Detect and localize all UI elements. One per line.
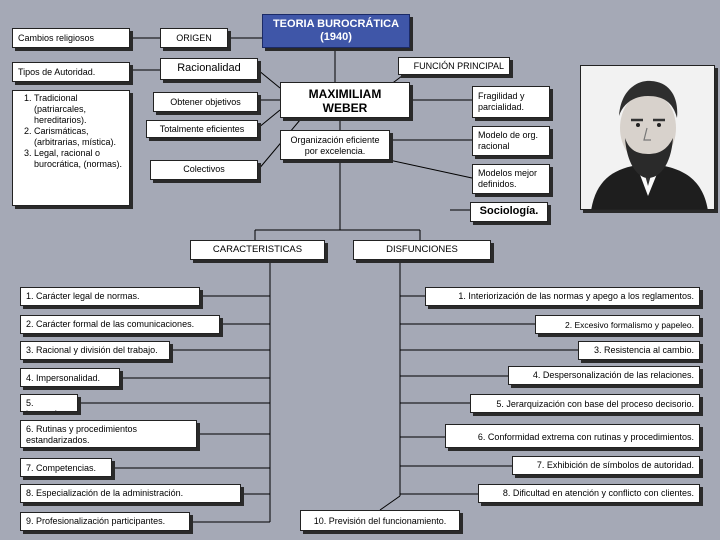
caracteristica-item: 1. Carácter legal de normas. [20, 287, 200, 306]
caracteristica-text: 3. Racional y división del trabajo. [26, 345, 158, 355]
caracteristica-item: 5. jerarquía. [20, 394, 78, 412]
disfuncion-item: 7. Exhibición de símbolos de autoridad. [512, 456, 700, 475]
disfuncion-item: 10. Previsión del funcionamiento. [300, 510, 460, 531]
origen-text: ORIGEN [176, 33, 212, 43]
obtener-objetivos-text: Obtener objetivos [170, 97, 241, 107]
cambios-religiosos-text: Cambios religiosos [18, 33, 95, 43]
caracteristica-item: 8. Especialización de la administración. [20, 484, 241, 503]
caracteristica-text: 6. Rutinas y procedimientos estandarizad… [26, 424, 138, 445]
caracteristica-item: 6. Rutinas y procedimientos estandarizad… [20, 420, 197, 448]
authority-item: Carismáticas, (arbitrarias, mística). [34, 126, 126, 148]
organizacion-text: Organización eficiente por excelencia. [290, 135, 380, 156]
disfuncion-text: 6. Conformidad extrema con rutinas y pro… [477, 432, 694, 442]
weber-box: MAXIMILIAM WEBER [280, 82, 410, 118]
origen-box: ORIGEN [160, 28, 228, 48]
authority-list-box: Tradicional (patriarcales, hereditarios)… [12, 90, 130, 206]
totalmente-eficientes-text: Totalmente eficientes [159, 124, 245, 134]
caracteristica-item: 3. Racional y división del trabajo. [20, 341, 170, 360]
modelo-box: Modelo de org. racional [472, 126, 550, 156]
disfuncion-item: 5. Jerarquización con base del proceso d… [470, 394, 700, 413]
caracteristica-text: 1. Carácter legal de normas. [26, 291, 140, 301]
caracteristica-text: 7. Competencias. [26, 463, 97, 473]
tipos-autoridad-text: Tipos de Autoridad. [18, 67, 96, 77]
organizacion-box: Organización eficiente por excelencia. [280, 130, 390, 160]
caracteristicas-header: CARACTERISTICAS [190, 240, 325, 260]
disfuncion-item: 1. Interiorización de las normas y apego… [425, 287, 700, 306]
disfuncion-text: 8. Dificultad en atención y conflicto co… [502, 488, 694, 498]
fragilidad-box: Fragilidad y parcialidad. [472, 86, 550, 118]
caracteristica-item: 7. Competencias. [20, 458, 112, 477]
title-year: (1940) [320, 31, 352, 43]
racionalidad-box: Racionalidad [160, 58, 258, 80]
disfuncion-text: 1. Interiorización de las normas y apego… [458, 291, 694, 301]
caracteristica-text: 2. Carácter formal de las comunicaciones… [26, 319, 195, 329]
title-text: TEORIA BUROCRÁTICA [272, 18, 400, 30]
funcion-principal-text: FUNCIÓN PRINCIPAL [413, 61, 504, 71]
caracteristica-text: 5. jerarquía. [26, 398, 64, 411]
sociologia-box: Sociología. [470, 202, 548, 222]
disfunciones-header: DISFUNCIONES [353, 240, 491, 260]
tipos-autoridad-box: Tipos de Autoridad. [12, 62, 130, 82]
disfuncion-text: 10. Previsión del funcionamiento. [313, 516, 447, 526]
disfuncion-text: 3. Resistencia al cambio. [593, 345, 694, 355]
racionalidad-text: Racionalidad [177, 62, 241, 74]
portrait-image [581, 66, 714, 209]
caracteristica-text: 4. Impersonalidad. [26, 373, 101, 383]
fragilidad-text: Fragilidad y parcialidad. [478, 91, 525, 112]
disfuncion-text: 5. Jerarquización con base del proceso d… [496, 399, 694, 409]
weber-portrait [580, 65, 715, 210]
caracteristicas-header-text: CARACTERISTICAS [212, 244, 303, 255]
modelos-text: Modelos mejor definidos. [478, 168, 538, 189]
obtener-objetivos-box: Obtener objetivos [153, 92, 258, 112]
disfuncion-item: 4. Despersonalización de las relaciones. [508, 366, 700, 385]
authority-list: Tradicional (patriarcales, hereditarios)… [16, 93, 126, 170]
funcion-principal-box: FUNCIÓN PRINCIPAL [398, 57, 510, 75]
disfuncion-item: 2. Excesivo formalismo y papeleo. [535, 315, 700, 334]
caracteristica-item: 4. Impersonalidad. [20, 368, 120, 387]
weber-text: MAXIMILIAM WEBER [308, 87, 382, 115]
colectivos-box: Colectivos [150, 160, 258, 180]
authority-item: Tradicional (patriarcales, hereditarios)… [34, 93, 126, 126]
totalmente-eficientes-box: Totalmente eficientes [146, 120, 258, 138]
disfunciones-header-text: DISFUNCIONES [386, 244, 458, 255]
modelos-box: Modelos mejor definidos. [472, 164, 550, 194]
authority-item: Legal, racional o burocrática, (normas). [34, 148, 126, 170]
cambios-religiosos-box: Cambios religiosos [12, 28, 130, 48]
disfuncion-item: 8. Dificultad en atención y conflicto co… [478, 484, 700, 503]
title-box: TEORIA BUROCRÁTICA (1940) [262, 14, 410, 48]
caracteristica-text: 8. Especialización de la administración. [26, 488, 184, 498]
modelo-text: Modelo de org. racional [478, 130, 539, 151]
colectivos-text: Colectivos [183, 164, 225, 174]
disfuncion-text: 2. Excesivo formalismo y papeleo. [565, 320, 694, 330]
caracteristica-item: 9. Profesionalización participantes. [20, 512, 190, 531]
caracteristica-item: 2. Carácter formal de las comunicaciones… [20, 315, 220, 334]
disfuncion-text: 4. Despersonalización de las relaciones. [532, 370, 694, 380]
disfuncion-item: 6. Conformidad extrema con rutinas y pro… [445, 424, 700, 448]
sociologia-text: Sociología. [479, 205, 539, 217]
disfuncion-item: 3. Resistencia al cambio. [578, 341, 700, 360]
caracteristica-text: 9. Profesionalización participantes. [26, 516, 166, 526]
disfuncion-text: 7. Exhibición de símbolos de autoridad. [536, 460, 694, 470]
